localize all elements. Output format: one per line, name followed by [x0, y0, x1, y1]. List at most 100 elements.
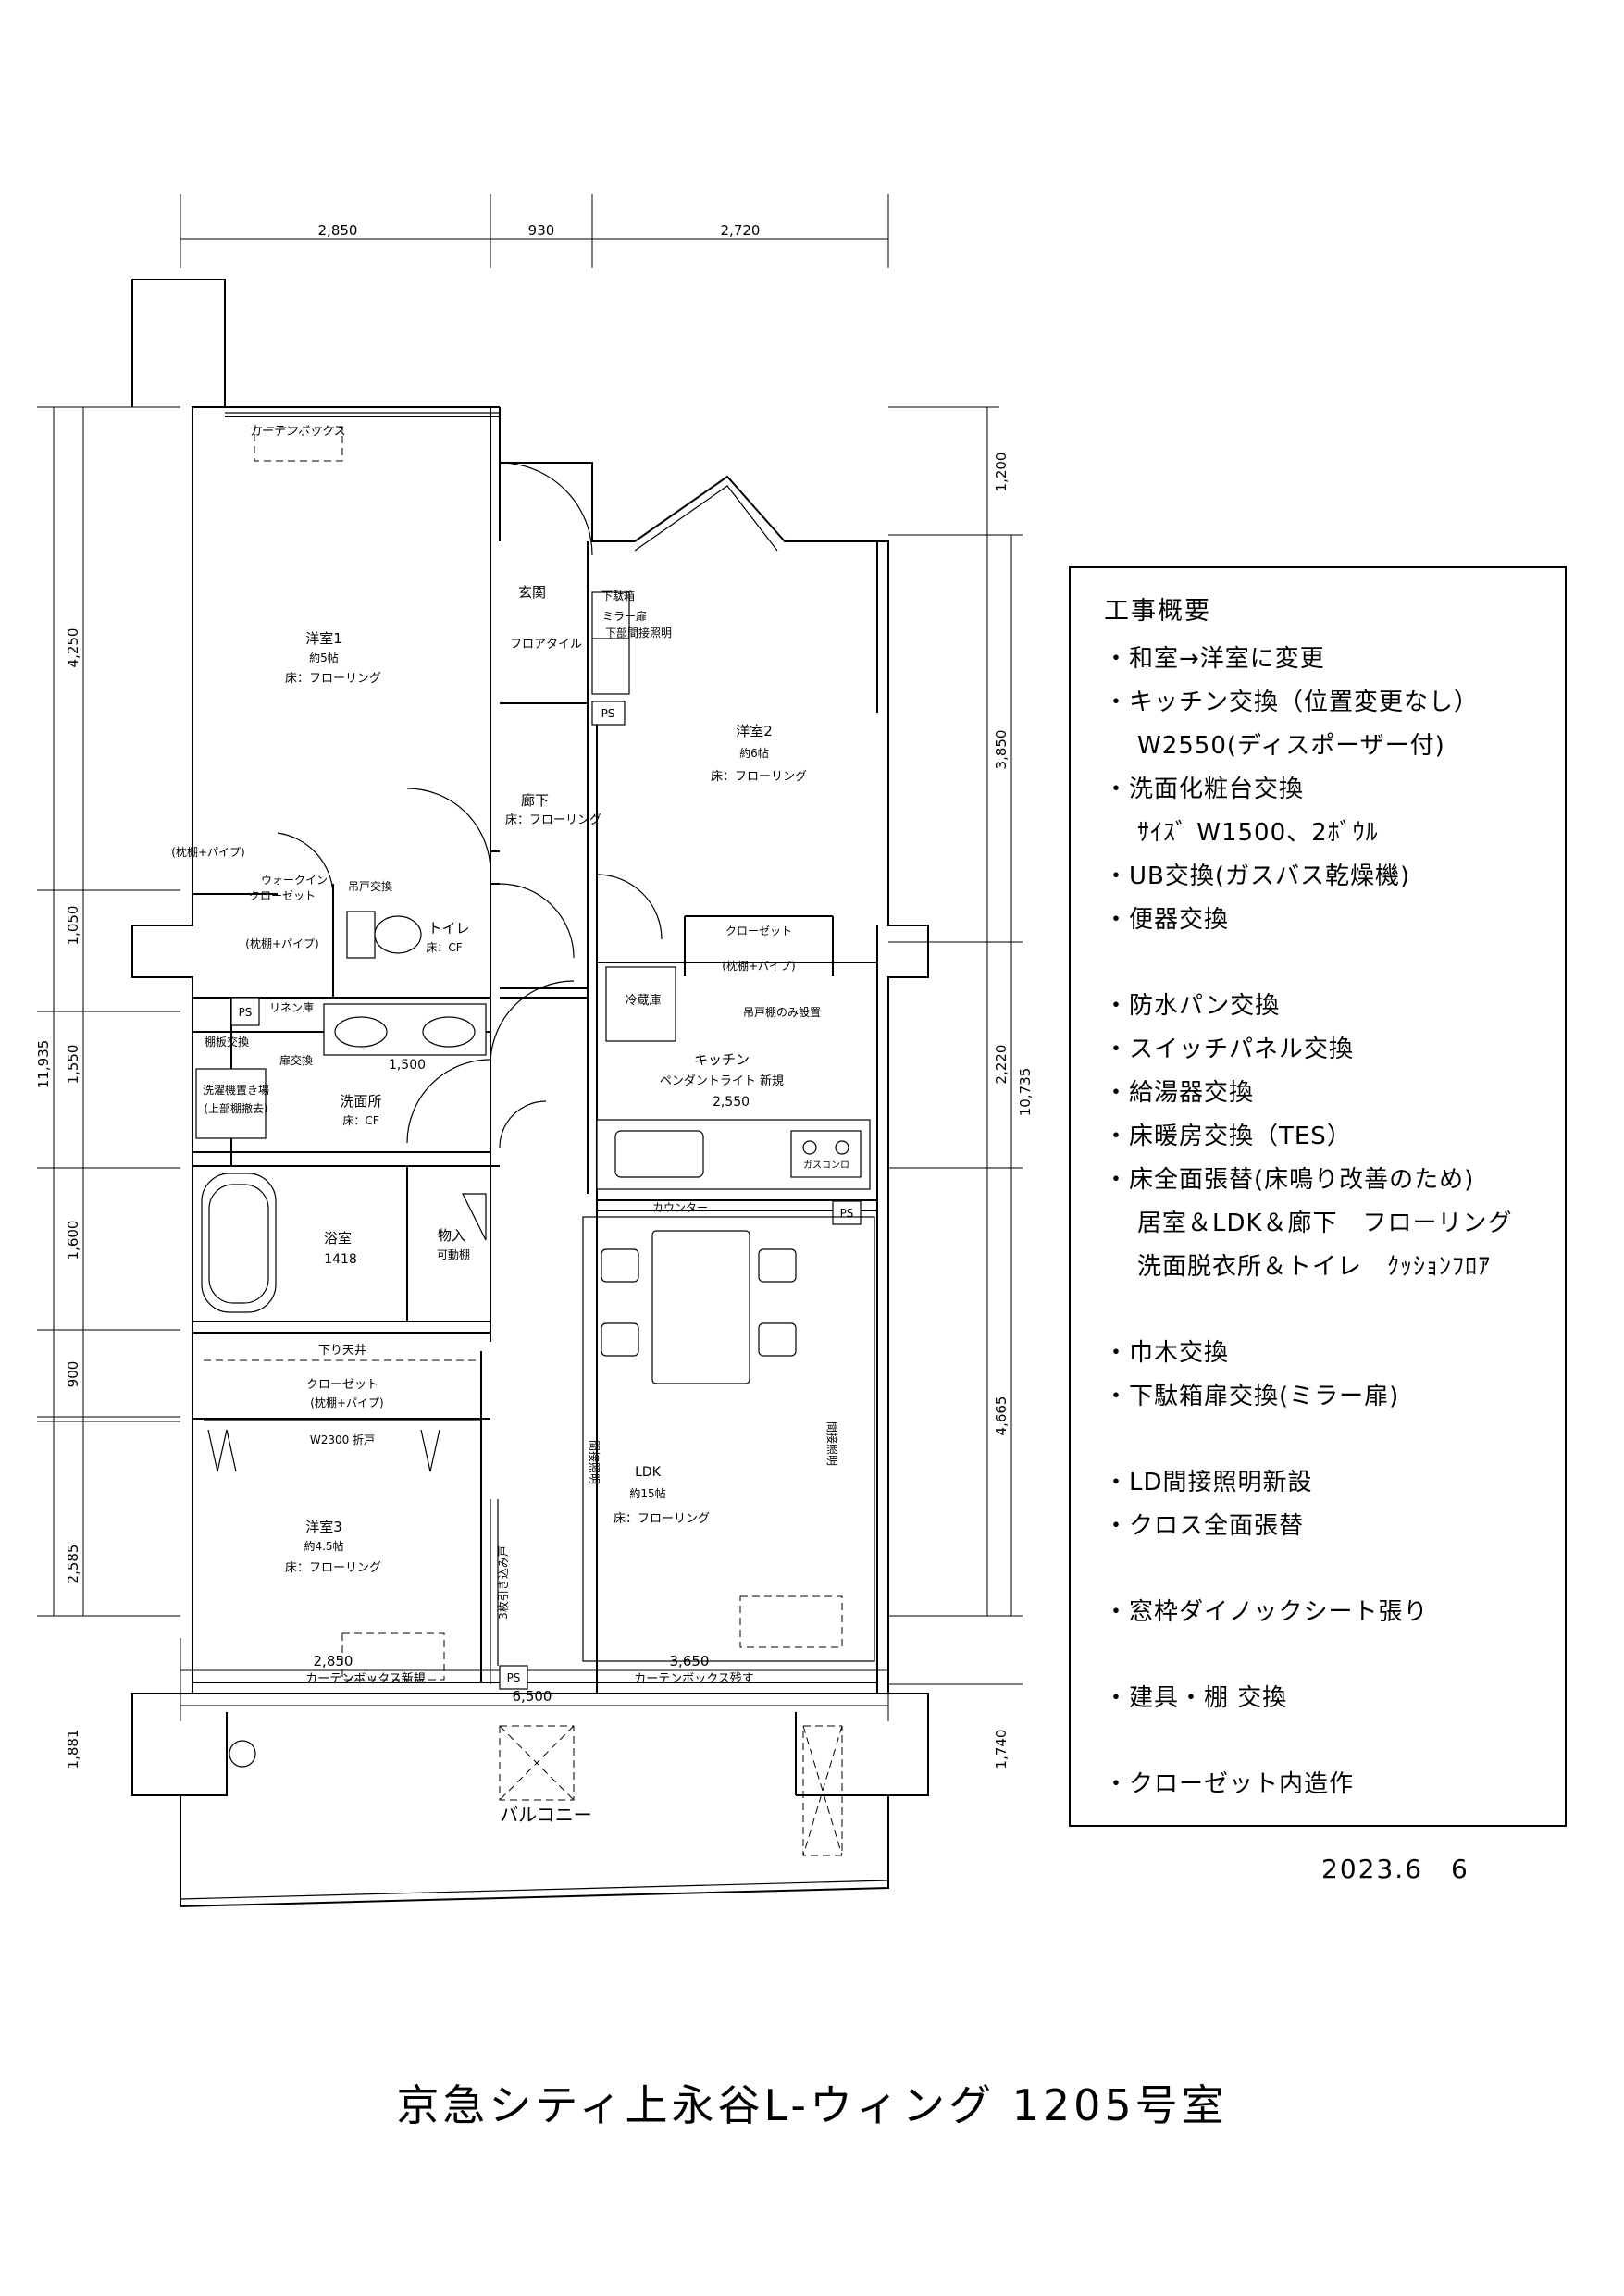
lower-light-label: 下部間接照明 [605, 626, 672, 639]
washroom-floor: 床：CF [342, 1114, 378, 1127]
linen-label: リネン庫 [269, 1001, 314, 1014]
summary-item: ・窓枠ダイノックシート張り [1104, 1598, 1429, 1626]
ps-box-4 [499, 1665, 528, 1690]
closet3-label: クローゼット [306, 1378, 378, 1392]
dim-left-1: 4,250 [65, 628, 81, 668]
ldk-size: 約15帖 [629, 1486, 665, 1500]
washing-machine [195, 1068, 267, 1139]
room1-name: 洋室1 [305, 630, 342, 647]
room2-floor: 床：フローリング [711, 770, 807, 784]
shelf-pipe-label-3: (枕棚+パイプ) [722, 959, 795, 973]
summary-item: ・巾木交換 [1104, 1339, 1230, 1367]
bath-size: 1418 [324, 1252, 357, 1267]
shelf-pipe-label-1: (枕棚+パイプ) [171, 845, 244, 859]
dim-right-total: 10,735 [1017, 1068, 1034, 1117]
shelf-pipe-label-2: (枕棚+パイプ) [245, 937, 318, 950]
summary-item: ・洗面化粧台交換 [1104, 776, 1305, 803]
room3-floor: 床：フローリング [285, 1561, 381, 1575]
summary-item: ・LD間接照明新設 [1104, 1469, 1313, 1496]
upper-shelf-label: (上部棚撤去) [204, 1101, 267, 1115]
kitchen-name: キッチン [694, 1051, 750, 1068]
dim-right-2: 3,850 [993, 730, 1010, 770]
summary-item: ・床全面張替(床鳴り改善のため) [1104, 1166, 1475, 1194]
room-labels: カーテンボックス 洋室1 約5帖 床：フローリング 玄関 フロアタイル 下駄箱 … [171, 425, 853, 1826]
dimension-lines [37, 194, 1023, 1721]
ps-box-1 [591, 701, 626, 726]
windows [225, 412, 843, 1856]
interior-walls [192, 541, 877, 1694]
dim-left-5: 900 [65, 1361, 81, 1388]
curtain-box-label: カーテンボックス [250, 425, 346, 439]
dim-right-4: 4,665 [993, 1396, 1010, 1436]
gas-stove-label: ガスコンロ [803, 1160, 849, 1171]
wall-cabinet-replace-label: 吊戸交換 [348, 879, 392, 893]
construction-summary-box: 工事概要 ・和室→洋室に変更・キッチン交換（位置変更なし）W2550(ディスポー… [1069, 566, 1567, 1827]
summary-item: ・クローゼット内造作 [1104, 1770, 1355, 1798]
dimension-text: 2,850 930 2,720 2,850 3,650 6,500 4,250 … [35, 222, 1034, 1769]
summary-item: ・便器交換 [1104, 906, 1230, 934]
door-replace-label: 扉交換 [279, 1053, 313, 1067]
shoe-box-label: 下駄箱 [601, 589, 635, 602]
width-1500-label: 1,500 [389, 1058, 426, 1073]
summary-item: ・クロス全面張替 [1104, 1512, 1305, 1540]
summary-item: ・キッチン交換（位置変更なし） [1104, 689, 1480, 716]
indirect-light-zone [582, 1216, 875, 1662]
dim-right-5: 1,740 [993, 1730, 1010, 1769]
kitchen-width: 2,550 [713, 1095, 750, 1110]
room3-size: 約4.5帖 [304, 1539, 343, 1553]
ps-label-1: PS [601, 707, 615, 720]
mirror-door-label: ミラー扉 [602, 610, 647, 623]
folding-door-label: W2300 折戸 [310, 1433, 375, 1446]
toilet-name: トイレ [428, 920, 469, 937]
entrance-floor: フロアタイル [510, 638, 582, 652]
dim-left-total: 11,935 [35, 1040, 52, 1089]
hall-name: 廊下 [521, 792, 549, 809]
room2-name: 洋室2 [736, 723, 773, 739]
summary-item: ｻｲｽﾞ W1500、2ﾎﾞｳﾙ [1137, 819, 1379, 847]
dim-right-3: 2,220 [993, 1045, 1010, 1085]
balcony-name: バルコニー [500, 1804, 592, 1826]
dim-top-2: 930 [528, 222, 555, 239]
ps-box-2 [230, 997, 260, 1026]
walkin-label-2: クローゼット [249, 889, 316, 902]
shelf-pipe-label-4: (枕棚+パイプ) [310, 1396, 383, 1409]
drawing-date: 2023.6 6 [1321, 1854, 1469, 1884]
summary-item: ・下駄箱扉交換(ミラー扉) [1104, 1383, 1400, 1410]
washroom-name: 洗面所 [340, 1093, 381, 1110]
ps-box-3 [832, 1200, 862, 1225]
summary-item: ・スイッチパネル交換 [1104, 1036, 1355, 1063]
summary-item: 洗面脱衣所＆トイレ ｸｯｼｮﾝﾌﾛｱ [1137, 1253, 1492, 1281]
wall-cabinet-only-label: 吊戸棚のみ設置 [743, 1005, 821, 1019]
closet2-label: クローゼット [725, 925, 792, 937]
shelf-board-label: 棚板交換 [205, 1035, 249, 1049]
fridge [605, 966, 676, 1042]
counter-label: カウンター [652, 1201, 708, 1214]
dim-left-2: 1,050 [65, 906, 81, 946]
ps-label-2: PS [239, 1006, 253, 1019]
summary-item: ・UB交換(ガスバス乾燥機) [1104, 863, 1411, 890]
dining-table [651, 1230, 750, 1384]
sliding-door-label: 3枚引き込み戸 [496, 1545, 510, 1620]
indirect-light-right: 間接照明 [825, 1421, 839, 1466]
summary-item: 居室＆LDK＆廊下 フローリング [1137, 1210, 1513, 1237]
toilet-bowl [374, 915, 422, 954]
fridge-label: 冷蔵庫 [625, 994, 661, 1008]
hall-floor: 床：フローリング [505, 813, 601, 827]
kitchen-note: ペンダントライト 新規 [660, 1074, 784, 1088]
room3-name: 洋室3 [305, 1519, 342, 1535]
walkin-label: ウォークイン [261, 874, 328, 887]
building-name: 京急シティ上永谷L-ウィング 1205号室 [396, 2080, 1228, 2130]
summary-list: ・和室→洋室に変更・キッチン交換（位置変更なし） W2550(ディスポーザー付) ・… [1104, 638, 1565, 1806]
dim-bottom-1: 2,850 [314, 1653, 353, 1669]
toilet-tank [346, 911, 376, 959]
doors [207, 462, 663, 1472]
curtain-box-new-label: カーテンボックス新規 [305, 1671, 426, 1686]
storage-shelf [462, 1193, 487, 1241]
summary-item: ・和室→洋室に変更 [1104, 645, 1325, 673]
storage-note: 可動棚 [437, 1247, 470, 1261]
exterior-walls [131, 279, 929, 1908]
entrance-name: 玄関 [518, 584, 546, 601]
summary-item: W2550(ディスポーザー付) [1137, 732, 1445, 760]
dim-left-7: 1,881 [65, 1730, 81, 1769]
